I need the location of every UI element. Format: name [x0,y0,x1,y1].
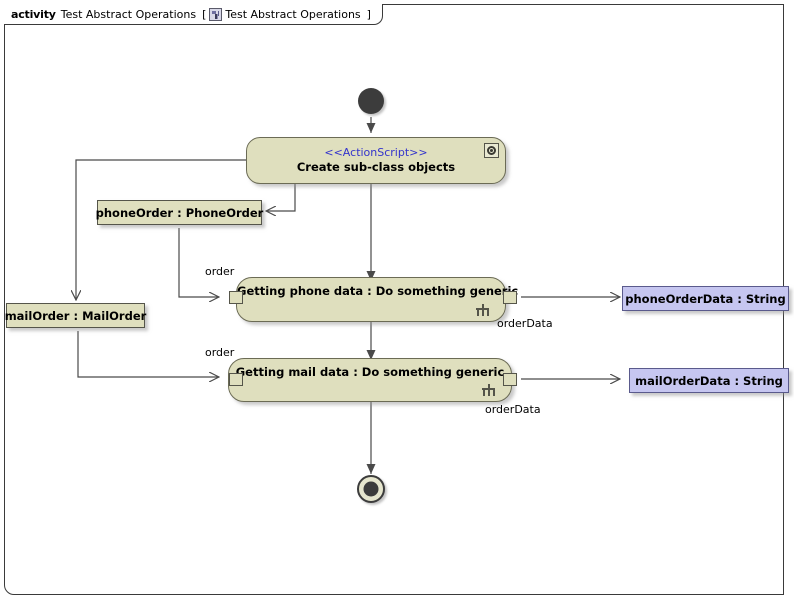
object-node-mail-order-label: mailOrder : MailOrder [4,308,147,323]
frame-bracket-close: ] [366,7,371,21]
activity-frame-header: activity Test Abstract Operations [ Test… [4,4,383,25]
call-behavior-getting-mail-data-label: Getting mail data : Do something generic [235,365,505,379]
call-behavior-getting-mail-data[interactable]: Getting mail data : Do something generic [228,358,512,402]
frame-inner-title: Test Abstract Operations [225,7,361,21]
input-pin-phone-data[interactable] [229,291,243,304]
object-node-phone-order[interactable]: phoneOrder : PhoneOrder [95,200,264,225]
action-script-icon [484,143,499,158]
frame-keyword: activity [11,7,56,21]
edge-label-order-data-mail: orderData [485,403,541,416]
object-node-mail-order-data-label: mailOrderData : String [635,373,783,388]
object-node-phone-order-data-label: phoneOrderData : String [625,291,786,306]
activity-diagram-icon [209,7,223,21]
rake-icon [482,384,495,396]
object-node-mail-order[interactable]: mailOrder : MailOrder [4,303,147,328]
object-node-mail-order-data[interactable]: mailOrderData : String [629,368,789,393]
activity-final-node[interactable] [357,475,385,503]
action-create-sub-class-objects[interactable]: <<ActionScript>> Create sub-class object… [246,137,506,184]
frame-title: Test Abstract Operations [60,7,197,21]
object-node-phone-order-label: phoneOrder : PhoneOrder [95,205,264,220]
output-pin-phone-data[interactable] [503,291,517,304]
call-behavior-getting-phone-data[interactable]: Getting phone data : Do something generi… [236,277,519,322]
edge-label-order-data-phone: orderData [497,317,553,330]
rake-icon [476,304,489,316]
action-stereotype: <<ActionScript>> [324,146,428,159]
object-node-phone-order-data[interactable]: phoneOrderData : String [622,286,789,311]
input-pin-mail-data[interactable] [229,373,243,386]
edge-label-order-phone: order [205,265,235,278]
edge-label-order-mail: order [205,346,235,359]
action-label: Create sub-class objects [296,160,456,174]
initial-node[interactable] [358,88,384,114]
call-behavior-getting-phone-data-label: Getting phone data : Do something generi… [237,284,519,298]
frame-bracket-open: [ [202,7,207,21]
output-pin-mail-data[interactable] [503,373,517,386]
